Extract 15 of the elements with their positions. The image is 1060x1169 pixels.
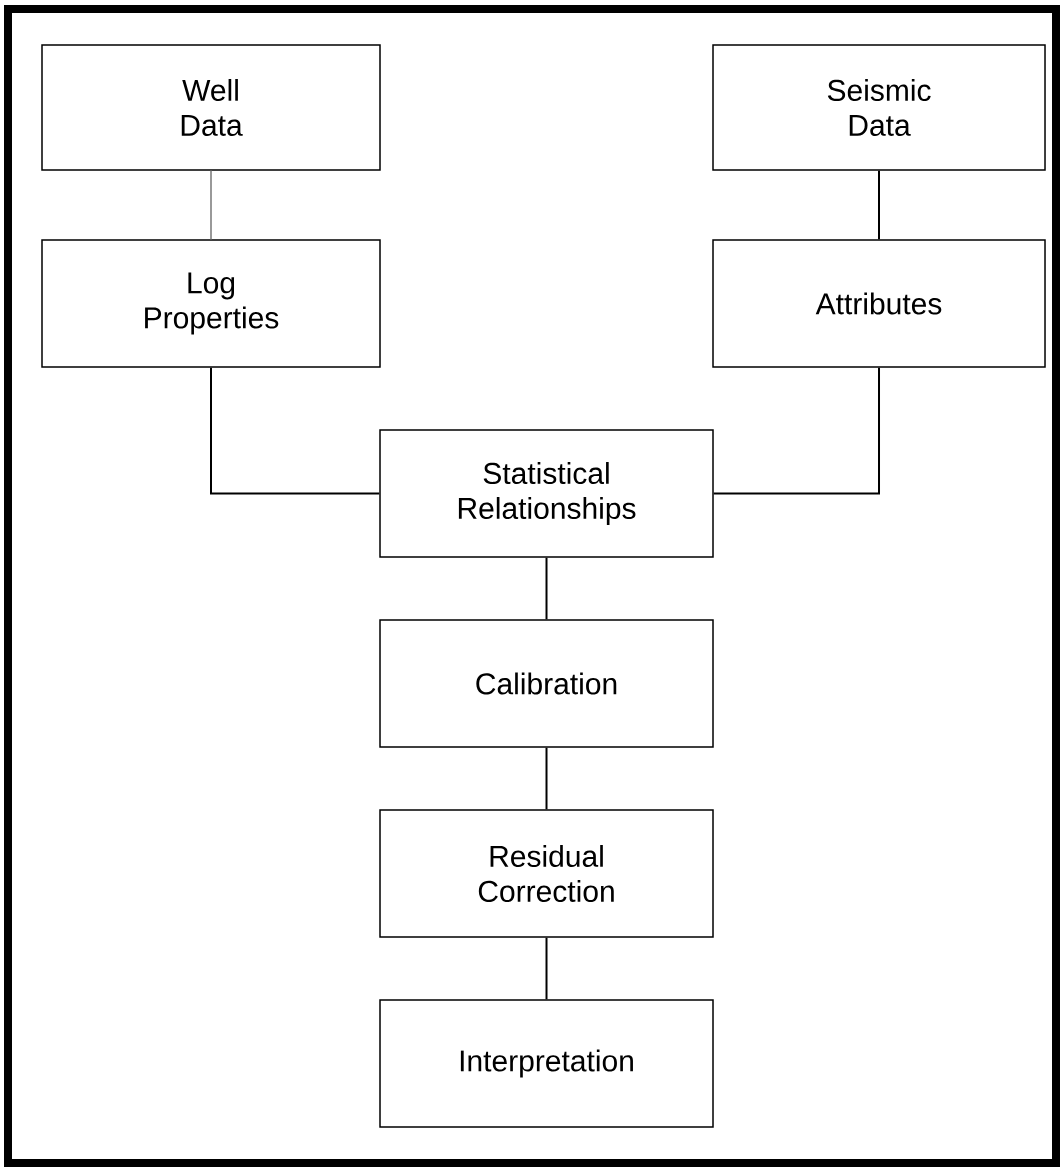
connector-line bbox=[712, 366, 880, 495]
connector-line bbox=[545, 746, 548, 811]
connector-line bbox=[545, 936, 548, 1001]
connector-line bbox=[210, 169, 212, 241]
process-box: Calibration bbox=[379, 619, 714, 748]
connector-line bbox=[545, 556, 548, 621]
process-box: Residual Correction bbox=[379, 809, 714, 938]
process-box: Interpretation bbox=[379, 999, 714, 1128]
process-box: Seismic Data bbox=[712, 44, 1046, 171]
process-box: Statistical Relationships bbox=[379, 429, 714, 558]
connector-line bbox=[210, 366, 381, 495]
connector-line bbox=[878, 169, 880, 241]
process-box: Attributes bbox=[712, 239, 1046, 368]
process-box: Well Data bbox=[41, 44, 381, 171]
process-box: Log Properties bbox=[41, 239, 381, 368]
